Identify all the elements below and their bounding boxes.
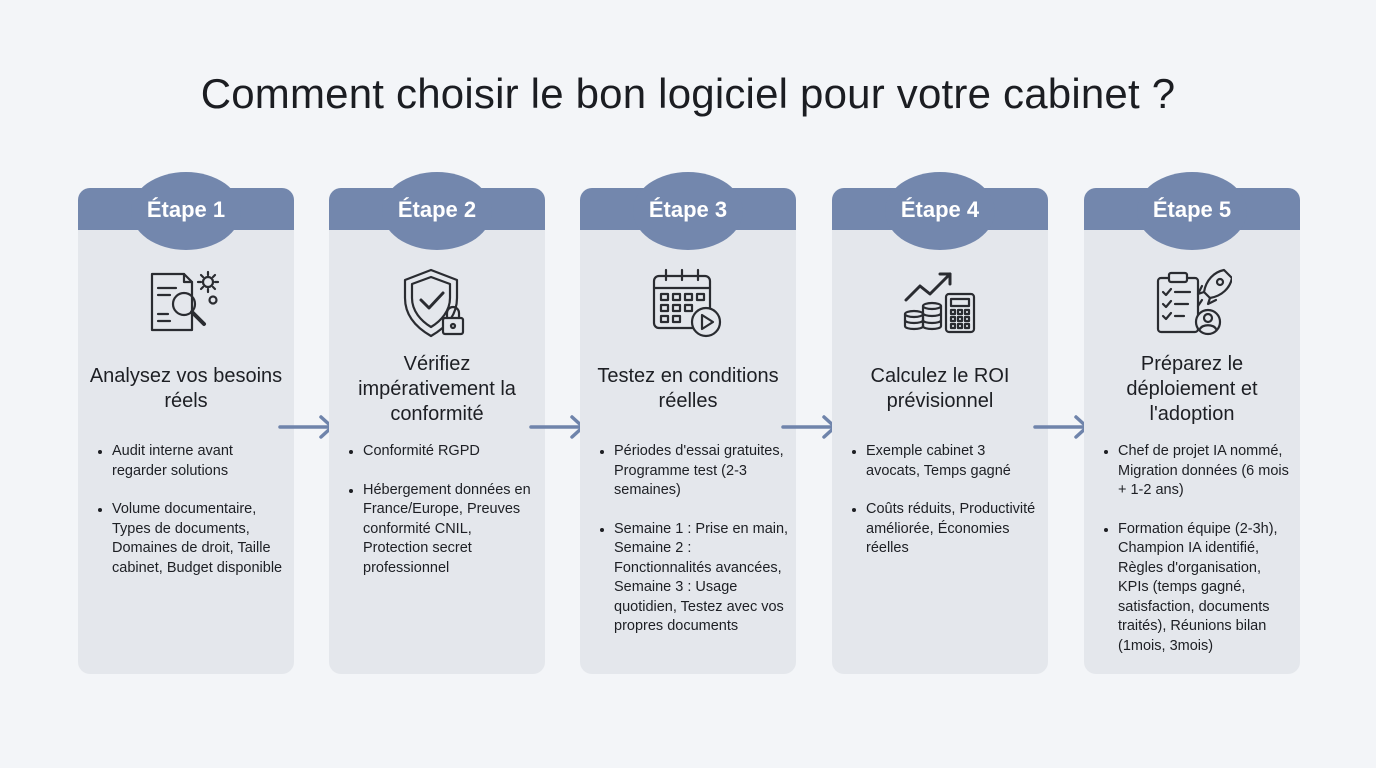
step-card-2: Étape 2 Vérifiez impérativement la confo… (329, 172, 545, 674)
step-card-1: Étape 1 Analysez vos besoins réels Audit… (78, 172, 294, 674)
step-bullet: Semaine 1 : Prise en main, Semaine 2 : F… (600, 520, 790, 637)
step-label: Étape 4 (900, 197, 980, 222)
step-heading: Analysez vos besoins réels (89, 365, 283, 412)
step-header-tab (885, 172, 995, 250)
checklist-rocket-user-icon (1152, 266, 1232, 342)
page-title: Comment choisir le bon logiciel pour vot… (200, 70, 1176, 117)
step-label: Étape 5 (1152, 197, 1232, 222)
arrow-right-icon (781, 414, 839, 440)
step-header-tab (633, 172, 743, 250)
step-bullet-list: Audit interne avant regarder solutions V… (98, 442, 288, 597)
step-heading: Calculez le ROI prévisionnel (870, 365, 1010, 412)
step-bullet-list: Chef de projet IA nommé, Migration donné… (1104, 442, 1294, 675)
document-search-gear-icon (146, 266, 226, 342)
step-heading: Testez en conditions réelles (597, 365, 779, 412)
step-card-5: Étape 5 Préparez le déploiement et l'ado… (1084, 172, 1300, 675)
step-bullet: Périodes d'essai gratuites, Programme te… (600, 442, 790, 501)
step-bullet-list: Périodes d'essai gratuites, Programme te… (600, 442, 790, 656)
step-bullet-list: Exemple cabinet 3 avocats, Temps gagné C… (852, 442, 1042, 578)
step-heading: Vérifiez impérativement la conformité (358, 353, 516, 425)
growth-coins-calculator-icon (900, 266, 980, 342)
step-card-4: Étape 4 Calculez le ROI prévisionnel Exe… (832, 172, 1048, 674)
step-label: Étape 3 (648, 197, 728, 222)
calendar-play-icon (648, 266, 728, 342)
step-bullet: Chef de projet IA nommé, Migration donné… (1104, 442, 1294, 501)
step-bullet: Volume documentaire, Types de documents,… (98, 500, 288, 578)
arrow-right-icon (529, 414, 587, 440)
step-bullet: Conformité RGPD (349, 442, 539, 462)
shield-check-lock-icon (397, 266, 477, 342)
step-header-tab (1137, 172, 1247, 250)
step-bullet: Formation équipe (2-3h), Champion IA ide… (1104, 520, 1294, 657)
step-header-tab (382, 172, 492, 250)
arrow-right-icon (278, 414, 336, 440)
step-heading: Préparez le déploiement et l'adoption (1126, 353, 1258, 425)
step-bullet: Audit interne avant regarder solutions (98, 442, 288, 481)
step-bullet-list: Conformité RGPD Hébergement données en F… (349, 442, 539, 597)
step-label: Étape 1 (146, 197, 226, 222)
step-bullet: Exemple cabinet 3 avocats, Temps gagné (852, 442, 1042, 481)
step-card-3: Étape 3 Testez en conditions réelles Pér… (580, 172, 796, 674)
arrow-right-icon (1033, 414, 1091, 440)
step-label: Étape 2 (397, 197, 477, 222)
step-header-tab (131, 172, 241, 250)
step-bullet: Coûts réduits, Productivité améliorée, É… (852, 500, 1042, 559)
step-bullet: Hébergement données en France/Europe, Pr… (349, 481, 539, 579)
